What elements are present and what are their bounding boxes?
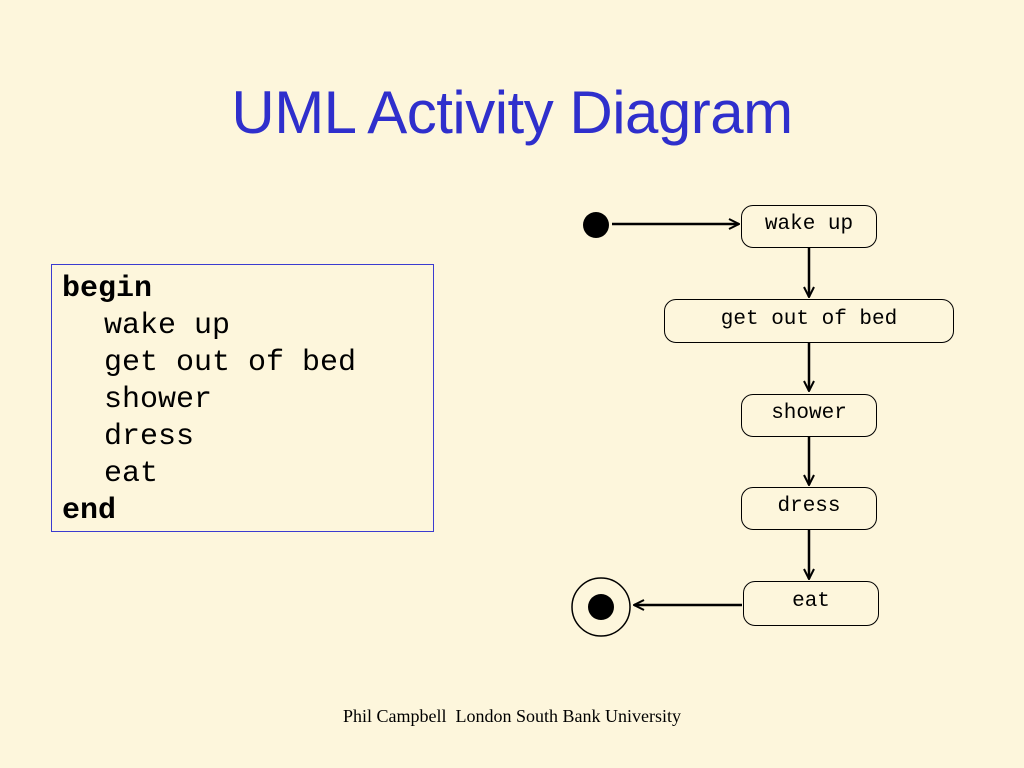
code-step-get-out-of-bed: get out of bed: [104, 346, 357, 380]
initial-node: [583, 212, 609, 238]
code-step-shower: shower: [104, 383, 213, 417]
keyword-end: end: [62, 494, 117, 528]
action-eat: eat: [743, 581, 879, 626]
code-step-eat: eat: [104, 457, 159, 491]
action-wake-up: wake up: [741, 205, 877, 248]
final-node-ring: [571, 577, 631, 637]
final-node-dot: [588, 594, 614, 620]
slide-title: UML Activity Diagram: [231, 79, 793, 146]
slide-footer: Phil Campbell London South Bank Universi…: [343, 706, 681, 726]
keyword-begin: begin: [62, 272, 153, 306]
code-step-dress: dress: [104, 420, 195, 454]
pseudocode-box: begin wake up get out of bed shower dres…: [51, 264, 434, 532]
action-get-out-of-bed: get out of bed: [664, 299, 954, 343]
code-step-wake-up: wake up: [104, 309, 231, 343]
action-dress: dress: [741, 487, 877, 530]
action-shower: shower: [741, 394, 877, 437]
